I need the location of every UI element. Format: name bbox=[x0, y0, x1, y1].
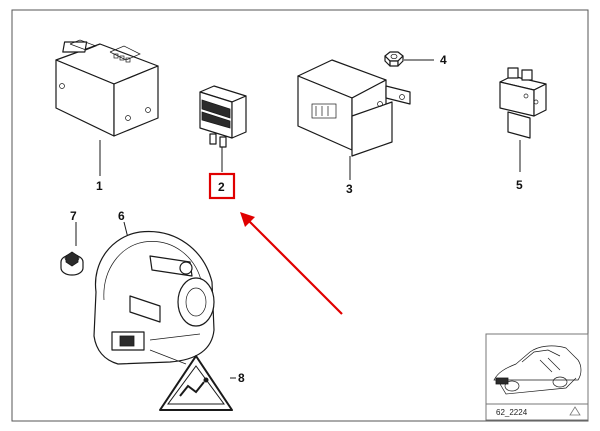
part-7-nut[interactable] bbox=[60, 222, 84, 276]
part-6-housing[interactable] bbox=[93, 221, 215, 365]
part-3-transformer-module[interactable] bbox=[297, 59, 411, 180]
part-4-hex-nut[interactable] bbox=[384, 51, 434, 67]
high-voltage-icon bbox=[179, 381, 205, 397]
part-4-label: 4 bbox=[440, 53, 447, 67]
part-6-label: 6 bbox=[118, 209, 125, 223]
part-3-label: 3 bbox=[346, 182, 353, 196]
part-2-relay[interactable] bbox=[199, 85, 247, 172]
part-5-label: 5 bbox=[516, 178, 523, 192]
vehicle-thumbnail[interactable] bbox=[485, 333, 589, 421]
car-silhouette-icon bbox=[493, 345, 582, 395]
part-7-label: 7 bbox=[70, 209, 77, 223]
pointer-arrow bbox=[240, 212, 343, 315]
part-5-sensor[interactable] bbox=[499, 67, 547, 172]
diagram-border bbox=[11, 9, 589, 422]
diagram-code: 62_2224 bbox=[496, 408, 528, 417]
part-2-label: 2 bbox=[218, 180, 225, 194]
part-8-warning-label[interactable] bbox=[149, 349, 236, 411]
part-1-label: 1 bbox=[96, 179, 103, 193]
part-8-label: 8 bbox=[238, 371, 245, 385]
part-1-control-module[interactable] bbox=[55, 39, 159, 176]
part-2-highlight-box bbox=[208, 172, 236, 200]
triangle-icon bbox=[569, 406, 581, 416]
